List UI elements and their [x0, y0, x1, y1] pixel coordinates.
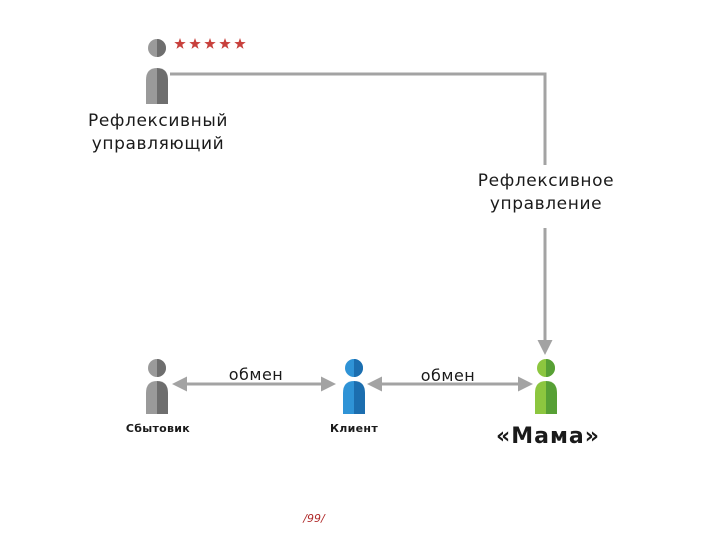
client-label: Клиент — [330, 422, 378, 435]
control-label-line2: управление — [489, 194, 603, 214]
control-label: Рефлексивное управление — [448, 170, 644, 216]
exchange-label-right: обмен — [420, 366, 476, 385]
page-number: /99/ — [303, 512, 325, 525]
star-icon — [204, 38, 216, 49]
manager-label-line1: Рефлексивный — [87, 111, 229, 131]
mama-person-icon — [535, 359, 557, 414]
manager-person-icon — [146, 39, 168, 104]
rating-stars — [174, 38, 246, 49]
control-connector — [170, 72, 547, 165]
manager-label-line2: управляющий — [91, 134, 225, 154]
manager-label: Рефлексивный управляющий — [60, 110, 256, 156]
star-icon — [174, 38, 186, 49]
exchange-label-left: обмен — [228, 365, 284, 384]
star-icon — [219, 38, 231, 49]
star-icon — [189, 38, 201, 49]
mama-label: «Мама» — [496, 424, 600, 449]
seller-label: Сбытовик — [125, 422, 191, 435]
control-label-line1: Рефлексивное — [477, 171, 615, 191]
star-icon — [234, 38, 246, 49]
client-person-icon — [343, 359, 365, 414]
seller-person-icon — [146, 359, 168, 414]
